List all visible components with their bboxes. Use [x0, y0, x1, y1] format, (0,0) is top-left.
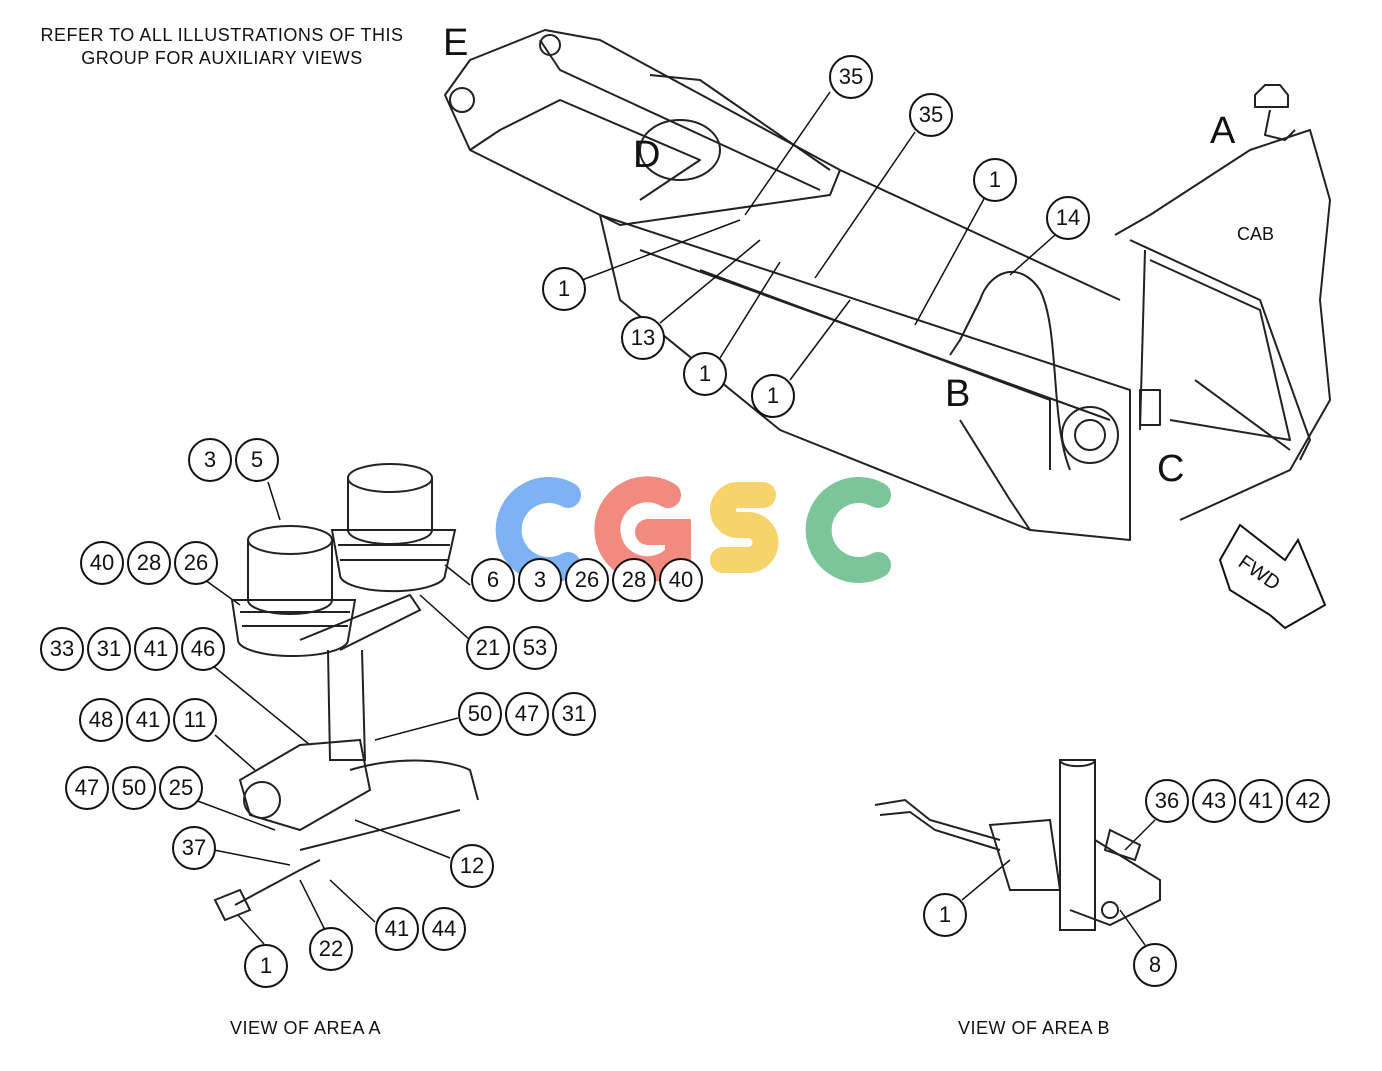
callout-40: 40: [659, 558, 703, 602]
view-area-b-caption: VIEW OF AREA B: [958, 1018, 1111, 1038]
callout-28: 28: [127, 541, 171, 585]
callout-11: 11: [173, 698, 217, 742]
callout-14: 14: [1046, 196, 1090, 240]
callout-40: 40: [80, 541, 124, 585]
callout-43: 43: [1192, 779, 1236, 823]
view-area-a-caption: VIEW OF AREA A: [230, 1018, 382, 1038]
callout-28: 28: [612, 558, 656, 602]
callout-48: 48: [79, 698, 123, 742]
callout-47: 47: [65, 766, 109, 810]
callout-41: 41: [375, 907, 419, 951]
area-letter-b: B: [945, 373, 971, 415]
callout-5: 5: [235, 438, 279, 482]
leader-lines: [194, 91, 1156, 946]
callout-41: 41: [126, 698, 170, 742]
callout-1: 1: [542, 267, 586, 311]
forward-arrow: [1218, 523, 1327, 630]
machine-frame-drawing: [444, 29, 1331, 541]
callout-3: 3: [518, 558, 562, 602]
callout-31: 31: [552, 692, 596, 736]
area-letter-e: E: [443, 22, 469, 64]
callout-35: 35: [829, 55, 873, 99]
callout-25: 25: [159, 766, 203, 810]
callout-50: 50: [112, 766, 156, 810]
callout-46: 46: [181, 627, 225, 671]
callout-21: 21: [466, 626, 510, 670]
callout-12: 12: [450, 844, 494, 888]
callout-50: 50: [458, 692, 502, 736]
callout-8: 8: [1133, 943, 1177, 987]
callout-41: 41: [1239, 779, 1283, 823]
callout-47: 47: [505, 692, 549, 736]
callout-35: 35: [909, 93, 953, 137]
callout-44: 44: [422, 907, 466, 951]
callout-41: 41: [134, 627, 178, 671]
callout-1: 1: [751, 374, 795, 418]
switch-assembly-drawing: [874, 759, 1161, 931]
callout-33: 33: [40, 627, 84, 671]
callout-1: 1: [683, 352, 727, 396]
callout-36: 36: [1145, 779, 1189, 823]
callout-13: 13: [621, 316, 665, 360]
callout-3: 3: [188, 438, 232, 482]
cab-label: CAB: [1237, 224, 1275, 244]
reference-note: REFER TO ALL ILLUSTRATIONS OF THIS GROUP…: [40, 25, 404, 68]
callout-6: 6: [471, 558, 515, 602]
area-letter-d: D: [633, 134, 661, 176]
callout-1: 1: [923, 893, 967, 937]
callout-42: 42: [1286, 779, 1330, 823]
area-letter-a: A: [1210, 110, 1236, 152]
callout-53: 53: [513, 626, 557, 670]
callout-1: 1: [244, 944, 288, 988]
callout-26: 26: [174, 541, 218, 585]
callout-31: 31: [87, 627, 131, 671]
beacon-assembly-drawing: [213, 463, 479, 922]
callout-22: 22: [309, 927, 353, 971]
callout-26: 26: [565, 558, 609, 602]
callout-1: 1: [973, 158, 1017, 202]
callout-37: 37: [172, 826, 216, 870]
area-letter-c: C: [1157, 448, 1185, 490]
